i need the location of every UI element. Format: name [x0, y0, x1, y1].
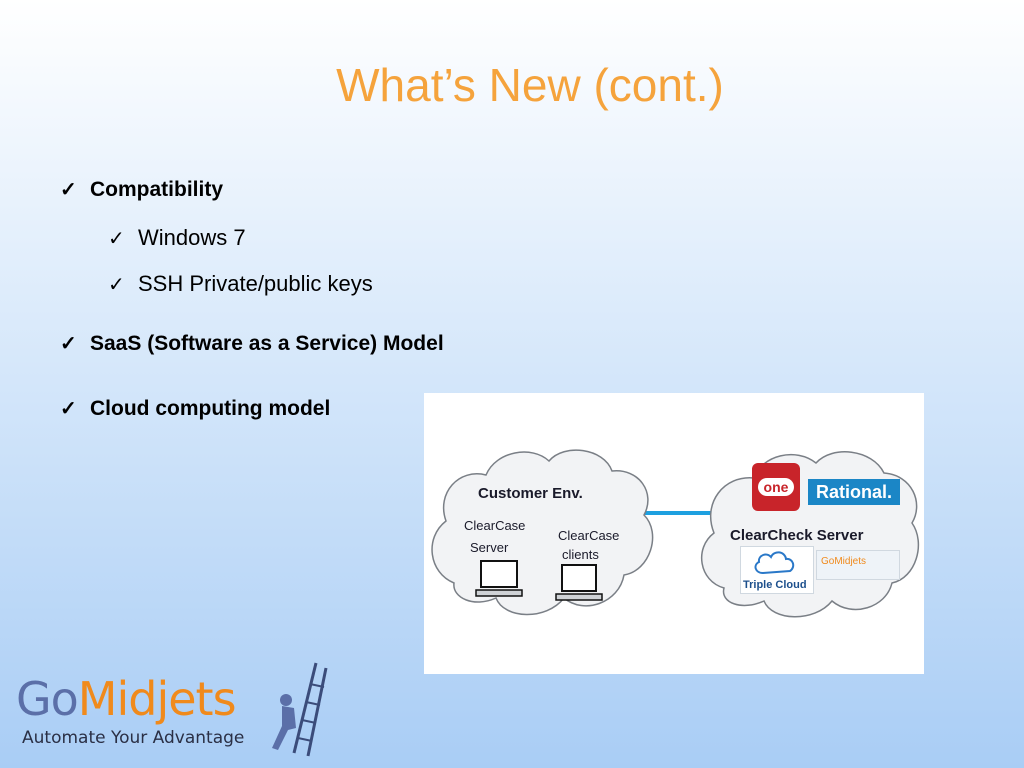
bullet-text: Compatibility — [90, 177, 224, 201]
bullet-text: Cloud computing model — [90, 396, 331, 420]
slide-title: What’s New (cont.) — [336, 59, 724, 111]
cc-server-label-2: Server — [470, 540, 509, 555]
clearcheck-server-label: ClearCheck Server — [730, 527, 864, 544]
bullet-text: SaaS (Software as a Service) Model — [90, 331, 444, 355]
one-logo-text: one — [757, 478, 795, 496]
bullet-windows7: ✓ Windows 7 — [108, 225, 246, 251]
client-monitor-icon — [555, 564, 603, 601]
check-icon: ✓ — [60, 333, 77, 355]
bullet-compatibility: ✓ Compatibility — [60, 177, 223, 202]
check-icon: ✓ — [108, 273, 125, 296]
check-icon: ✓ — [108, 227, 125, 250]
rational-logo: Rational. — [808, 479, 900, 505]
cc-clients-label-1: ClearCase — [558, 528, 620, 543]
bullet-text: Windows 7 — [138, 225, 246, 250]
one-logo: one — [752, 463, 800, 511]
cloud-diagram: Customer Env. ClearCase Server ClearCase… — [424, 393, 924, 674]
bullet-ssh-keys: ✓ SSH Private/public keys — [108, 271, 373, 297]
gomidjets-logo: GoMidjets Automate Your Advantage — [16, 662, 336, 762]
customer-env-label: Customer Env. — [478, 485, 583, 502]
gomidjets-small-text: GoMidjets — [821, 556, 867, 567]
cloud-icon — [754, 551, 795, 575]
gomidjets-small-logo: GoMidjets — [816, 550, 900, 580]
logo-wordmark: GoMidjets — [16, 672, 237, 726]
cc-server-label-1: ClearCase — [464, 518, 526, 533]
triple-cloud-text: Triple Cloud — [743, 579, 807, 591]
bullet-saas: ✓ SaaS (Software as a Service) Model — [60, 331, 444, 356]
check-icon: ✓ — [60, 398, 77, 420]
logo-midjets: Midjets — [77, 672, 237, 726]
bullet-text: SSH Private/public keys — [138, 271, 373, 296]
ladder-climber-icon — [272, 662, 328, 757]
cc-clients-label-2: clients — [562, 547, 599, 562]
logo-tagline: Automate Your Advantage — [22, 728, 245, 748]
logo-go: Go — [16, 672, 79, 726]
triple-cloud-logo: Triple Cloud — [740, 546, 814, 594]
check-icon: ✓ — [60, 179, 77, 201]
server-monitor-icon — [475, 560, 523, 597]
bullet-cloud: ✓ Cloud computing model — [60, 396, 330, 421]
